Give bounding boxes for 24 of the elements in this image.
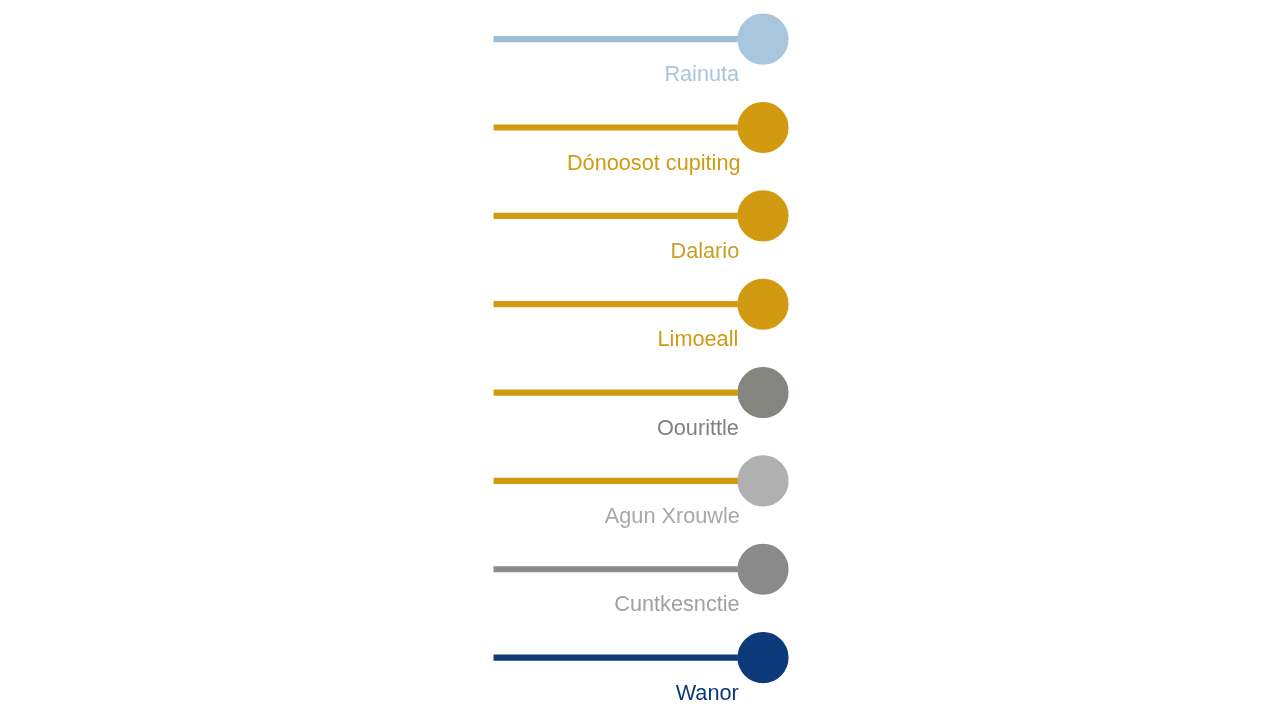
connector: [493, 566, 738, 573]
connector: [493, 301, 738, 308]
node-circle: [737, 455, 789, 507]
node-label: Rainuta: [664, 61, 740, 87]
node-circle: [737, 543, 789, 595]
connector: [493, 212, 738, 219]
connector: [493, 124, 738, 131]
node-label: Agun Xrouwle: [604, 503, 740, 529]
node-label: Dalario: [670, 238, 740, 264]
connector: [493, 389, 738, 396]
node-circle: [737, 101, 789, 154]
connector: [493, 477, 738, 484]
node-circle: [737, 190, 789, 242]
node-label: Dónoosot cupiting: [566, 149, 741, 175]
connector: [493, 36, 738, 43]
node-circle: [737, 278, 789, 330]
node-circle: [737, 366, 789, 419]
connector: [493, 654, 738, 661]
node-label: Oourittle: [656, 414, 739, 440]
node-label: Wanor: [675, 679, 739, 705]
node-label: Cuntkesnctie: [614, 591, 740, 617]
node-circle: [737, 13, 789, 65]
node-circle: [737, 632, 789, 684]
node-label: Limoeall: [657, 326, 739, 352]
